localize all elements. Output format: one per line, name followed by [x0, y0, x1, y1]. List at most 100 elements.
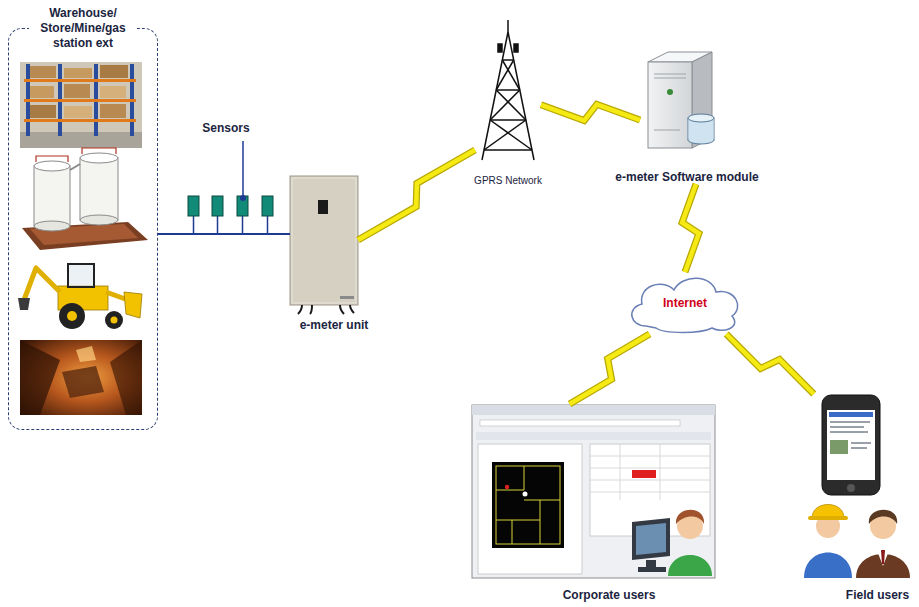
node-label: GPRS Network	[474, 174, 542, 188]
tower-symbol	[490, 119, 526, 121]
mine-photo	[110, 340, 142, 415]
meter-box	[292, 178, 356, 303]
bolt-outline	[726, 334, 814, 394]
user-node: Corporate users	[472, 404, 716, 602]
bolt-core	[682, 184, 699, 272]
tower-symbol	[490, 90, 520, 120]
bolt-core	[541, 104, 640, 120]
phone-icon	[830, 440, 848, 454]
bolt-core	[358, 150, 475, 240]
tower-symbol	[490, 120, 532, 150]
meter-box	[318, 200, 328, 214]
screenshot-window	[660, 444, 661, 500]
tank-photo	[34, 166, 70, 226]
screenshot-window	[505, 485, 509, 489]
tower-symbol	[508, 32, 534, 160]
desk-user-icon	[668, 555, 712, 576]
tank-photo	[36, 148, 116, 162]
meter-box	[340, 296, 354, 299]
tower-symbol	[482, 20, 534, 160]
mine-photo	[20, 340, 142, 415]
tank-photo	[34, 161, 70, 171]
wireless-link	[541, 104, 640, 120]
desk-user-icon	[632, 510, 712, 576]
tower-symbol	[514, 44, 518, 52]
node-label: Field users	[846, 588, 909, 602]
field-worker-icon	[804, 553, 852, 579]
warehouse-photo	[64, 84, 90, 98]
screenshot-window	[523, 492, 528, 497]
tower-symbol	[502, 59, 513, 61]
backhoe-photo	[105, 311, 123, 329]
warehouse-photo	[20, 62, 142, 148]
screenshot-window	[590, 456, 710, 457]
tower-symbol	[496, 90, 526, 120]
leader-line	[240, 141, 246, 201]
phone-icon	[847, 484, 855, 492]
screenshot-window	[496, 466, 560, 544]
phone-icon	[829, 412, 873, 417]
field-worker-icon	[808, 516, 848, 520]
network-node: GPRS Network	[475, 28, 541, 188]
cloud-outline	[632, 278, 738, 332]
desk-user-icon	[676, 510, 704, 524]
warehouse-photo	[100, 65, 128, 78]
field-worker-icon	[869, 510, 897, 524]
screenshot-window	[632, 470, 656, 478]
tank-photo	[80, 158, 118, 220]
backhoe-photo	[18, 298, 30, 310]
warehouse-photo	[30, 66, 56, 78]
label-holder: Sensors	[196, 121, 256, 135]
mine-photo	[20, 340, 60, 415]
screenshot-window	[472, 405, 715, 578]
tank-photo	[80, 215, 118, 225]
desk-user-icon	[632, 518, 670, 560]
backhoe-photo	[124, 292, 142, 318]
software-node: e-meter Software module	[640, 48, 720, 184]
wire-connector	[158, 233, 290, 234]
phone-icon	[830, 426, 864, 428]
tower-symbol	[484, 149, 532, 151]
tower-symbol	[496, 89, 520, 91]
backhoe-photo	[24, 268, 60, 300]
warehouse-photo	[100, 86, 126, 98]
screenshot-window	[472, 405, 715, 415]
field-worker-icon	[881, 550, 885, 564]
tank-photo	[22, 222, 148, 250]
server-icon	[654, 78, 686, 79]
desk-user-icon	[646, 560, 656, 568]
desk-user-icon	[638, 567, 666, 572]
tower-symbol	[507, 20, 509, 32]
warehouse-photo	[24, 119, 136, 122]
node-label: e-meter Software module	[615, 170, 758, 184]
warehouse-photo	[64, 68, 92, 78]
tower-symbol	[482, 32, 508, 160]
bolt-core	[570, 334, 650, 404]
sensor-symbol	[237, 196, 248, 216]
bolt-core	[726, 334, 814, 394]
screenshot-window	[480, 420, 680, 426]
field-worker-icon	[876, 548, 890, 566]
meter-node: e-meter unit	[290, 176, 358, 332]
node-label: e-meter unit	[300, 318, 369, 332]
internet-cloud: Internet	[626, 272, 744, 334]
tower-symbol	[496, 60, 514, 90]
warehouse-photo	[20, 132, 142, 148]
sensor-symbol	[188, 196, 273, 234]
bolt-outline	[358, 150, 475, 240]
bolt-outline	[570, 334, 650, 404]
sensor-symbol	[188, 196, 199, 216]
desk-user-icon	[636, 523, 666, 555]
leader-line	[242, 141, 244, 197]
field-worker-icon	[804, 505, 910, 579]
backhoe-photo	[68, 264, 94, 287]
group-heading: Warehouse/ Store/Mine/gas station ext	[29, 6, 137, 51]
sensor-symbol	[194, 216, 268, 234]
screenshot-window	[590, 492, 710, 493]
backhoe-photo	[18, 264, 142, 329]
backhoe-photo	[67, 311, 77, 321]
phone-icon	[851, 442, 871, 444]
